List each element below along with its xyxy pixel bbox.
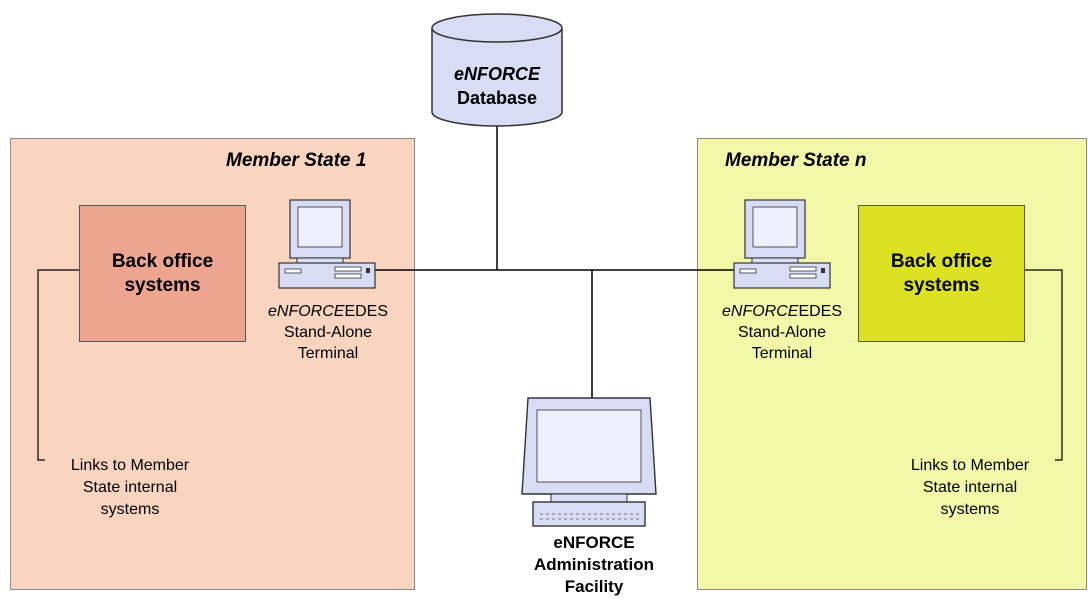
back-office-systems-1: Back office systems: [79, 205, 246, 342]
back-office-1-line2: systems: [124, 274, 201, 296]
ms1-links-label: Links to Member State internal systems: [40, 455, 220, 521]
terminal-n-label-line1: eNFORCEEDES: [702, 301, 862, 322]
back-office-systems-n: Back office systems: [858, 205, 1025, 342]
ms1-links-line1: Links to Member: [70, 457, 190, 474]
terminal-n-label: eNFORCEEDES Stand-Alone Terminal: [702, 301, 862, 364]
terminal-n-label-italic: eNFORCE: [721, 303, 799, 320]
terminal-n-label-line3: Terminal: [751, 345, 813, 362]
admin-facility-label: eNFORCE Administration Facility: [504, 532, 684, 598]
ms1-links-line2: State internal: [82, 479, 178, 496]
member-state-1-title: Member State 1: [226, 150, 367, 171]
database-label: eNFORCE Database: [432, 62, 562, 110]
database-label-line1: eNFORCE: [453, 64, 540, 84]
admin-computer-icon: [521, 397, 657, 527]
database-icon: [431, 13, 563, 127]
back-office-n-line1: Back office: [890, 250, 993, 272]
msn-internal-link-line: [1025, 269, 1063, 461]
msn-links-line3: systems: [940, 501, 1000, 518]
member-state-n-title: Member State n: [725, 150, 867, 171]
terminal-n-label-rest: EDES: [798, 303, 843, 320]
admin-label-line3: Facility: [564, 577, 624, 596]
admin-label-line1: eNFORCE: [553, 533, 635, 552]
database-label-line2: Database: [456, 88, 538, 108]
ms1-internal-link-line: [37, 269, 79, 461]
admin-label-line2: Administration: [534, 555, 654, 574]
terminal-n-label-line2: Stand-Alone: [737, 324, 827, 341]
msn-links-label: Links to Member State internal systems: [880, 455, 1060, 521]
terminal-1-label-italic: eNFORCE: [267, 303, 345, 320]
terminal-n-computer-icon: [733, 199, 831, 289]
terminal-1-label-line2: Stand-Alone: [283, 324, 373, 341]
terminal-1-label: eNFORCEEDES Stand-Alone Terminal: [248, 301, 408, 364]
back-office-n-line2: systems: [903, 274, 980, 296]
terminal-1-label-line1: eNFORCEEDES: [248, 301, 408, 322]
msn-links-line2: State internal: [922, 479, 1018, 496]
terminal-1-label-line3: Terminal: [297, 345, 359, 362]
back-office-1-line1: Back office: [111, 250, 214, 272]
terminal-1-computer-icon: [278, 199, 376, 289]
msn-links-line1: Links to Member: [910, 457, 1030, 474]
terminal-1-label-rest: EDES: [344, 303, 389, 320]
ms1-links-line3: systems: [100, 501, 160, 518]
